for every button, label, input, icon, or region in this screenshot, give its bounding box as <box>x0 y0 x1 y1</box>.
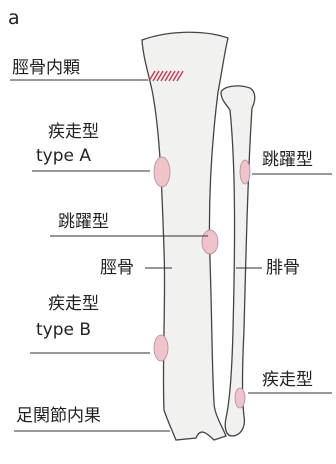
medial-condyle-label: 脛骨内顆 <box>12 58 80 78</box>
sprint-type-a-site <box>154 157 170 187</box>
sprint-a-label-1: 疾走型 <box>48 122 99 142</box>
sprint-fibula-label: 疾走型 <box>262 370 313 390</box>
jump-fibula-label: 跳躍型 <box>262 150 313 170</box>
sprint-b-label-1: 疾走型 <box>48 294 99 314</box>
jump-tibia-site <box>202 230 218 254</box>
tibia-label: 脛骨 <box>100 258 134 278</box>
sprint-fibula-site <box>235 388 245 408</box>
medial-malleolus-label: 足関節内果 <box>16 406 101 426</box>
panel-label: a <box>8 8 20 28</box>
fibula-bone <box>221 86 255 436</box>
sprint-a-label-2: type A <box>36 146 91 166</box>
sprint-b-label-2: type B <box>36 320 91 340</box>
jump-fibula-site <box>240 160 250 184</box>
fibula-label: 腓骨 <box>266 258 300 278</box>
sprint-type-b-site <box>154 335 168 361</box>
jump-tibia-label: 跳躍型 <box>58 212 109 232</box>
